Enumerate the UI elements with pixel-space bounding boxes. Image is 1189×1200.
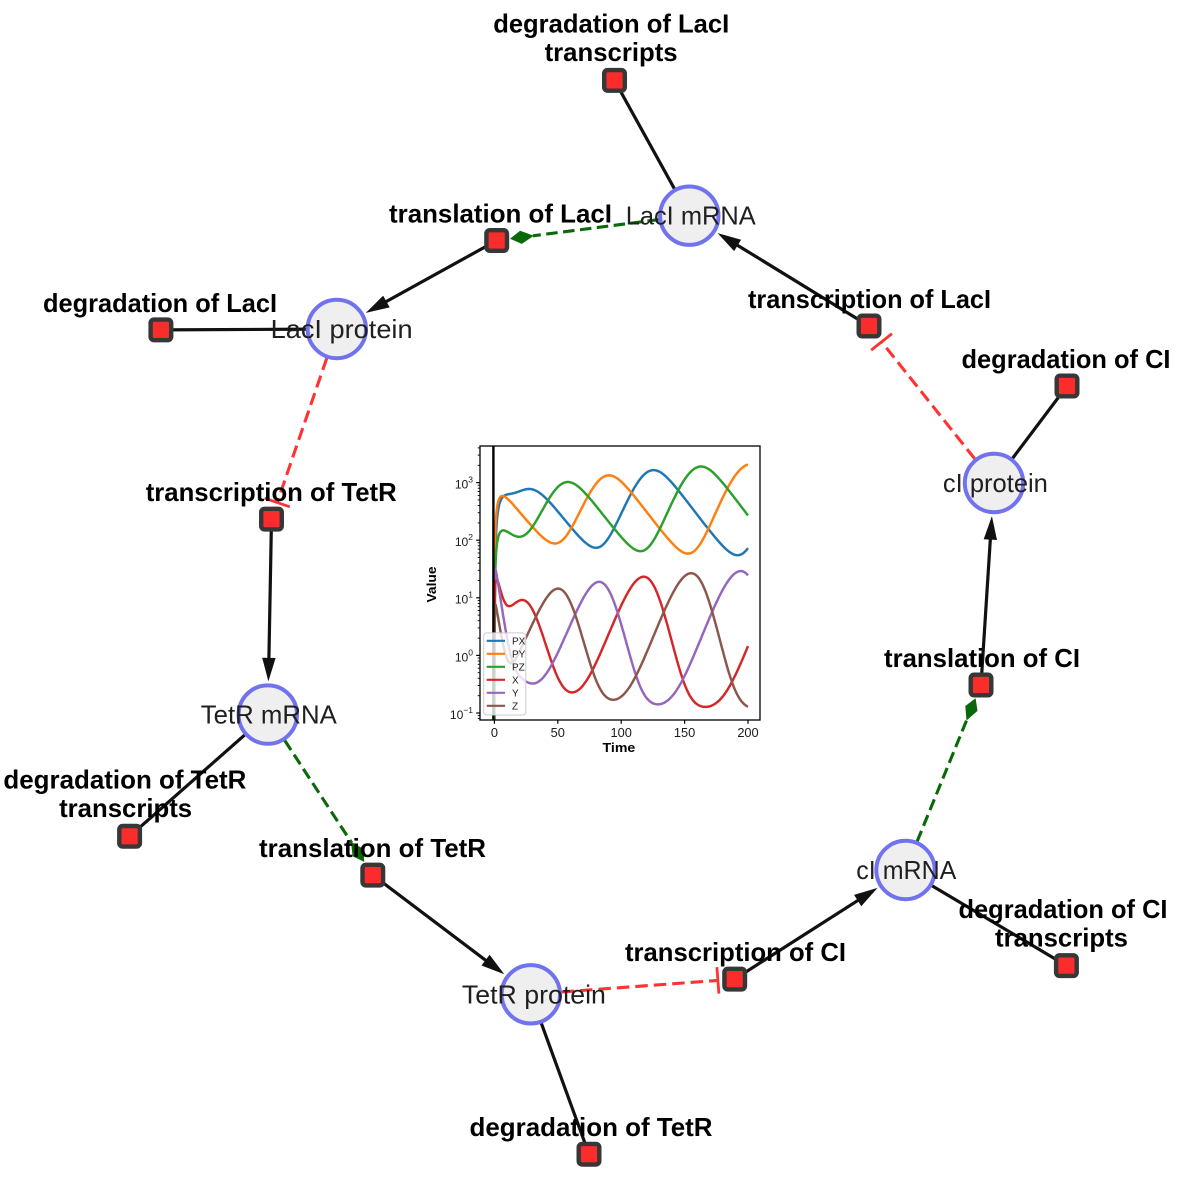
svg-text:PY: PY <box>512 649 526 660</box>
svg-text:degradation of TetR: degradation of TetR <box>3 765 246 795</box>
svg-text:LacI mRNA: LacI mRNA <box>626 201 757 231</box>
svg-text:100: 100 <box>611 725 632 740</box>
svg-text:degradation of LacI: degradation of LacI <box>493 9 729 39</box>
svg-text:200: 200 <box>737 725 758 740</box>
svg-text:Value: Value <box>425 566 439 602</box>
svg-text:translation of TetR: translation of TetR <box>259 833 486 863</box>
svg-text:transcripts: transcripts <box>59 793 192 823</box>
svg-text:PZ: PZ <box>512 662 525 673</box>
svg-text:cI protein: cI protein <box>943 468 1048 498</box>
svg-text:transcription of LacI: transcription of LacI <box>748 284 991 314</box>
svg-text:translation of LacI: translation of LacI <box>389 199 612 229</box>
svg-text:Time: Time <box>603 741 636 755</box>
svg-text:degradation of CI: degradation of CI <box>962 344 1171 374</box>
svg-text:0: 0 <box>491 725 498 740</box>
svg-text:degradation of TetR: degradation of TetR <box>470 1112 713 1142</box>
svg-text:TetR protein: TetR protein <box>462 979 606 1009</box>
svg-text:Y: Y <box>512 688 519 699</box>
svg-text:degradation of CI: degradation of CI <box>959 894 1168 924</box>
svg-text:TetR mRNA: TetR mRNA <box>201 700 338 730</box>
svg-text:cI mRNA: cI mRNA <box>856 855 957 885</box>
svg-text:50: 50 <box>551 725 565 740</box>
svg-text:150: 150 <box>674 725 695 740</box>
svg-text:degradation of LacI: degradation of LacI <box>43 288 277 318</box>
svg-text:X: X <box>512 675 519 686</box>
svg-text:PX: PX <box>512 636 526 647</box>
svg-text:translation of CI: translation of CI <box>884 643 1080 673</box>
svg-text:Z: Z <box>512 701 518 712</box>
svg-text:LacI protein: LacI protein <box>271 314 413 344</box>
svg-text:transcription of CI: transcription of CI <box>625 937 846 967</box>
svg-text:transcription of TetR: transcription of TetR <box>146 477 397 507</box>
svg-text:transcripts: transcripts <box>545 37 678 67</box>
svg-text:transcripts: transcripts <box>995 922 1128 952</box>
